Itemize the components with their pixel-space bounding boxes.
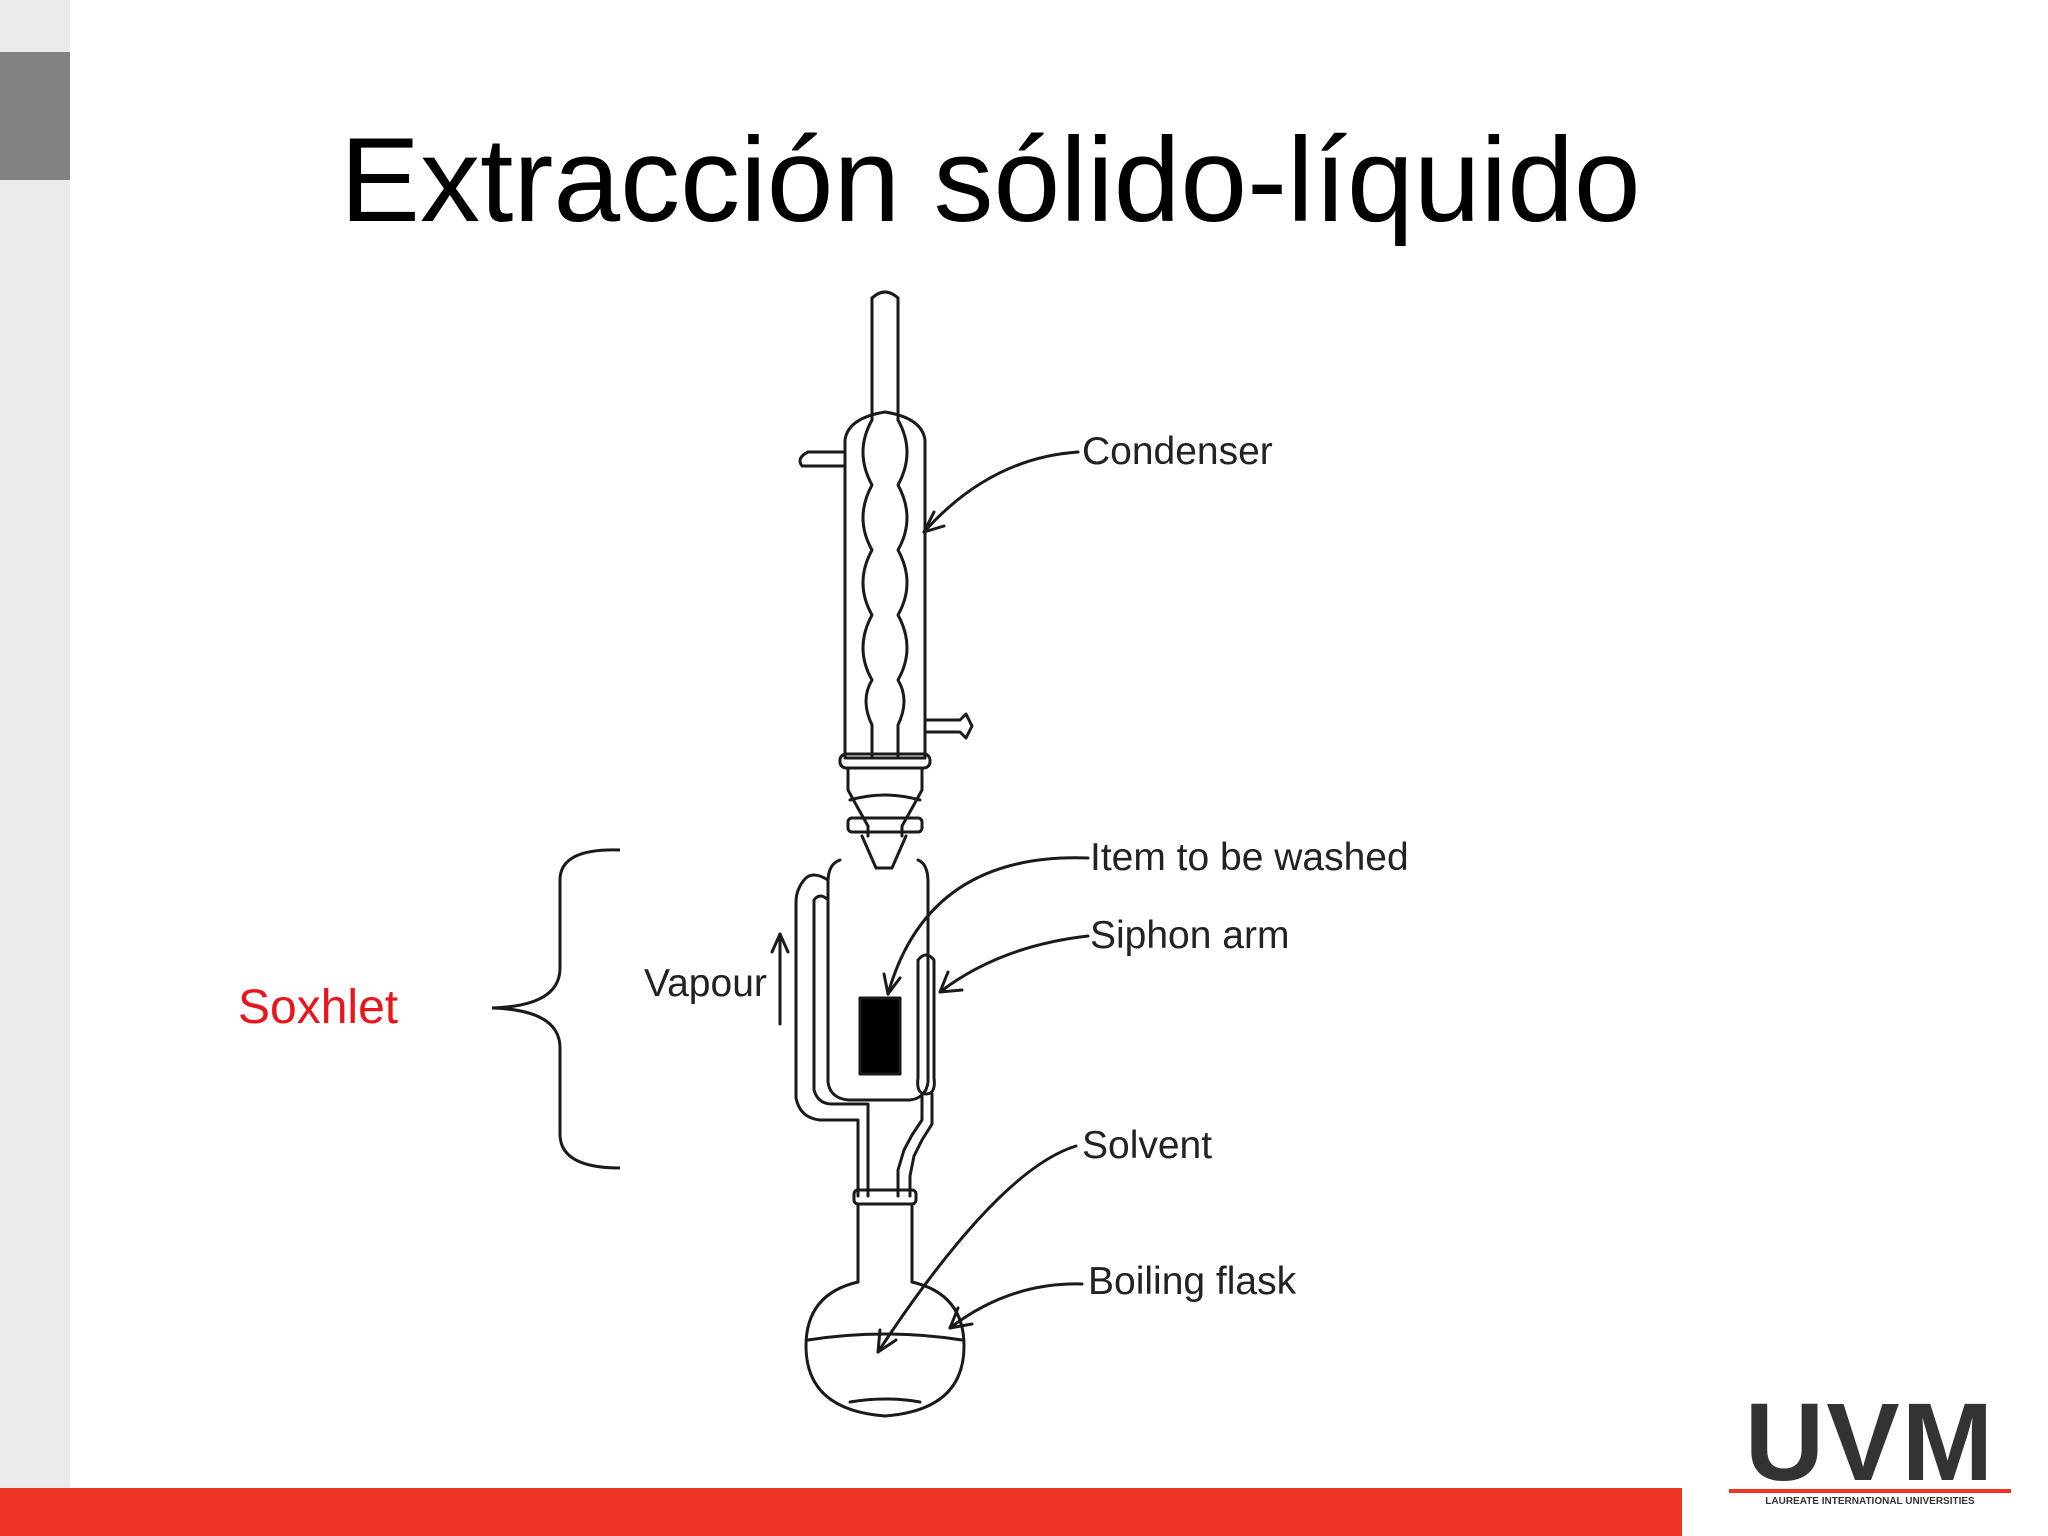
condenser-coil-right [896,418,909,760]
left-side-tab [0,52,70,180]
condenser-label: Condenser [1082,430,1273,473]
soxhlet-label: Soxhlet [238,981,399,1034]
flask-neck [856,1202,914,1284]
siphon-arm [916,953,936,1096]
condenser-coil-left [861,418,874,760]
vapour-label: Vapour [644,962,767,1005]
condenser-inner-tube [870,290,900,422]
condenser-lower-port [923,712,974,740]
thimble-funnel [860,834,908,870]
bottom-accent-bar [0,1488,1682,1536]
condenser-upper-port [798,450,847,468]
logo-divider [1729,1489,2011,1493]
flask-leader [948,1282,1084,1330]
flask-solvent-level [806,1332,964,1342]
condenser-leader [922,450,1080,534]
soxhlet-brace [491,848,621,1170]
flask-joint [852,1188,918,1206]
uvm-logo: UVM LAUREATE INTERNATIONAL UNIVERSITIES [1725,1388,2015,1508]
left-side-strip [0,0,70,1488]
siphon-arm-label: Siphon arm [1090,914,1290,957]
boiling-flask [804,1280,966,1418]
item-leader [886,856,1090,996]
solvent-leader [876,1144,1078,1354]
item-to-be-washed-label: Item to be washed [1090,836,1409,879]
extraction-chamber [826,858,930,1102]
siphon-leader [938,934,1090,994]
slide-title: Extracción sólido-líquido [340,113,1641,247]
glass-joint [846,766,870,838]
logo-tagline: LAUREATE INTERNATIONAL UNIVERSITIES [1765,1496,1975,1507]
item-to-be-washed [858,996,902,1076]
logo-wordmark: UVM [1744,1381,1996,1504]
joint-ring [838,752,932,770]
solvent-label: Solvent [1082,1124,1213,1167]
condenser-jacket [843,410,927,760]
boiling-flask-label: Boiling flask [1088,1260,1297,1303]
vapour-side-arm [794,873,860,1198]
